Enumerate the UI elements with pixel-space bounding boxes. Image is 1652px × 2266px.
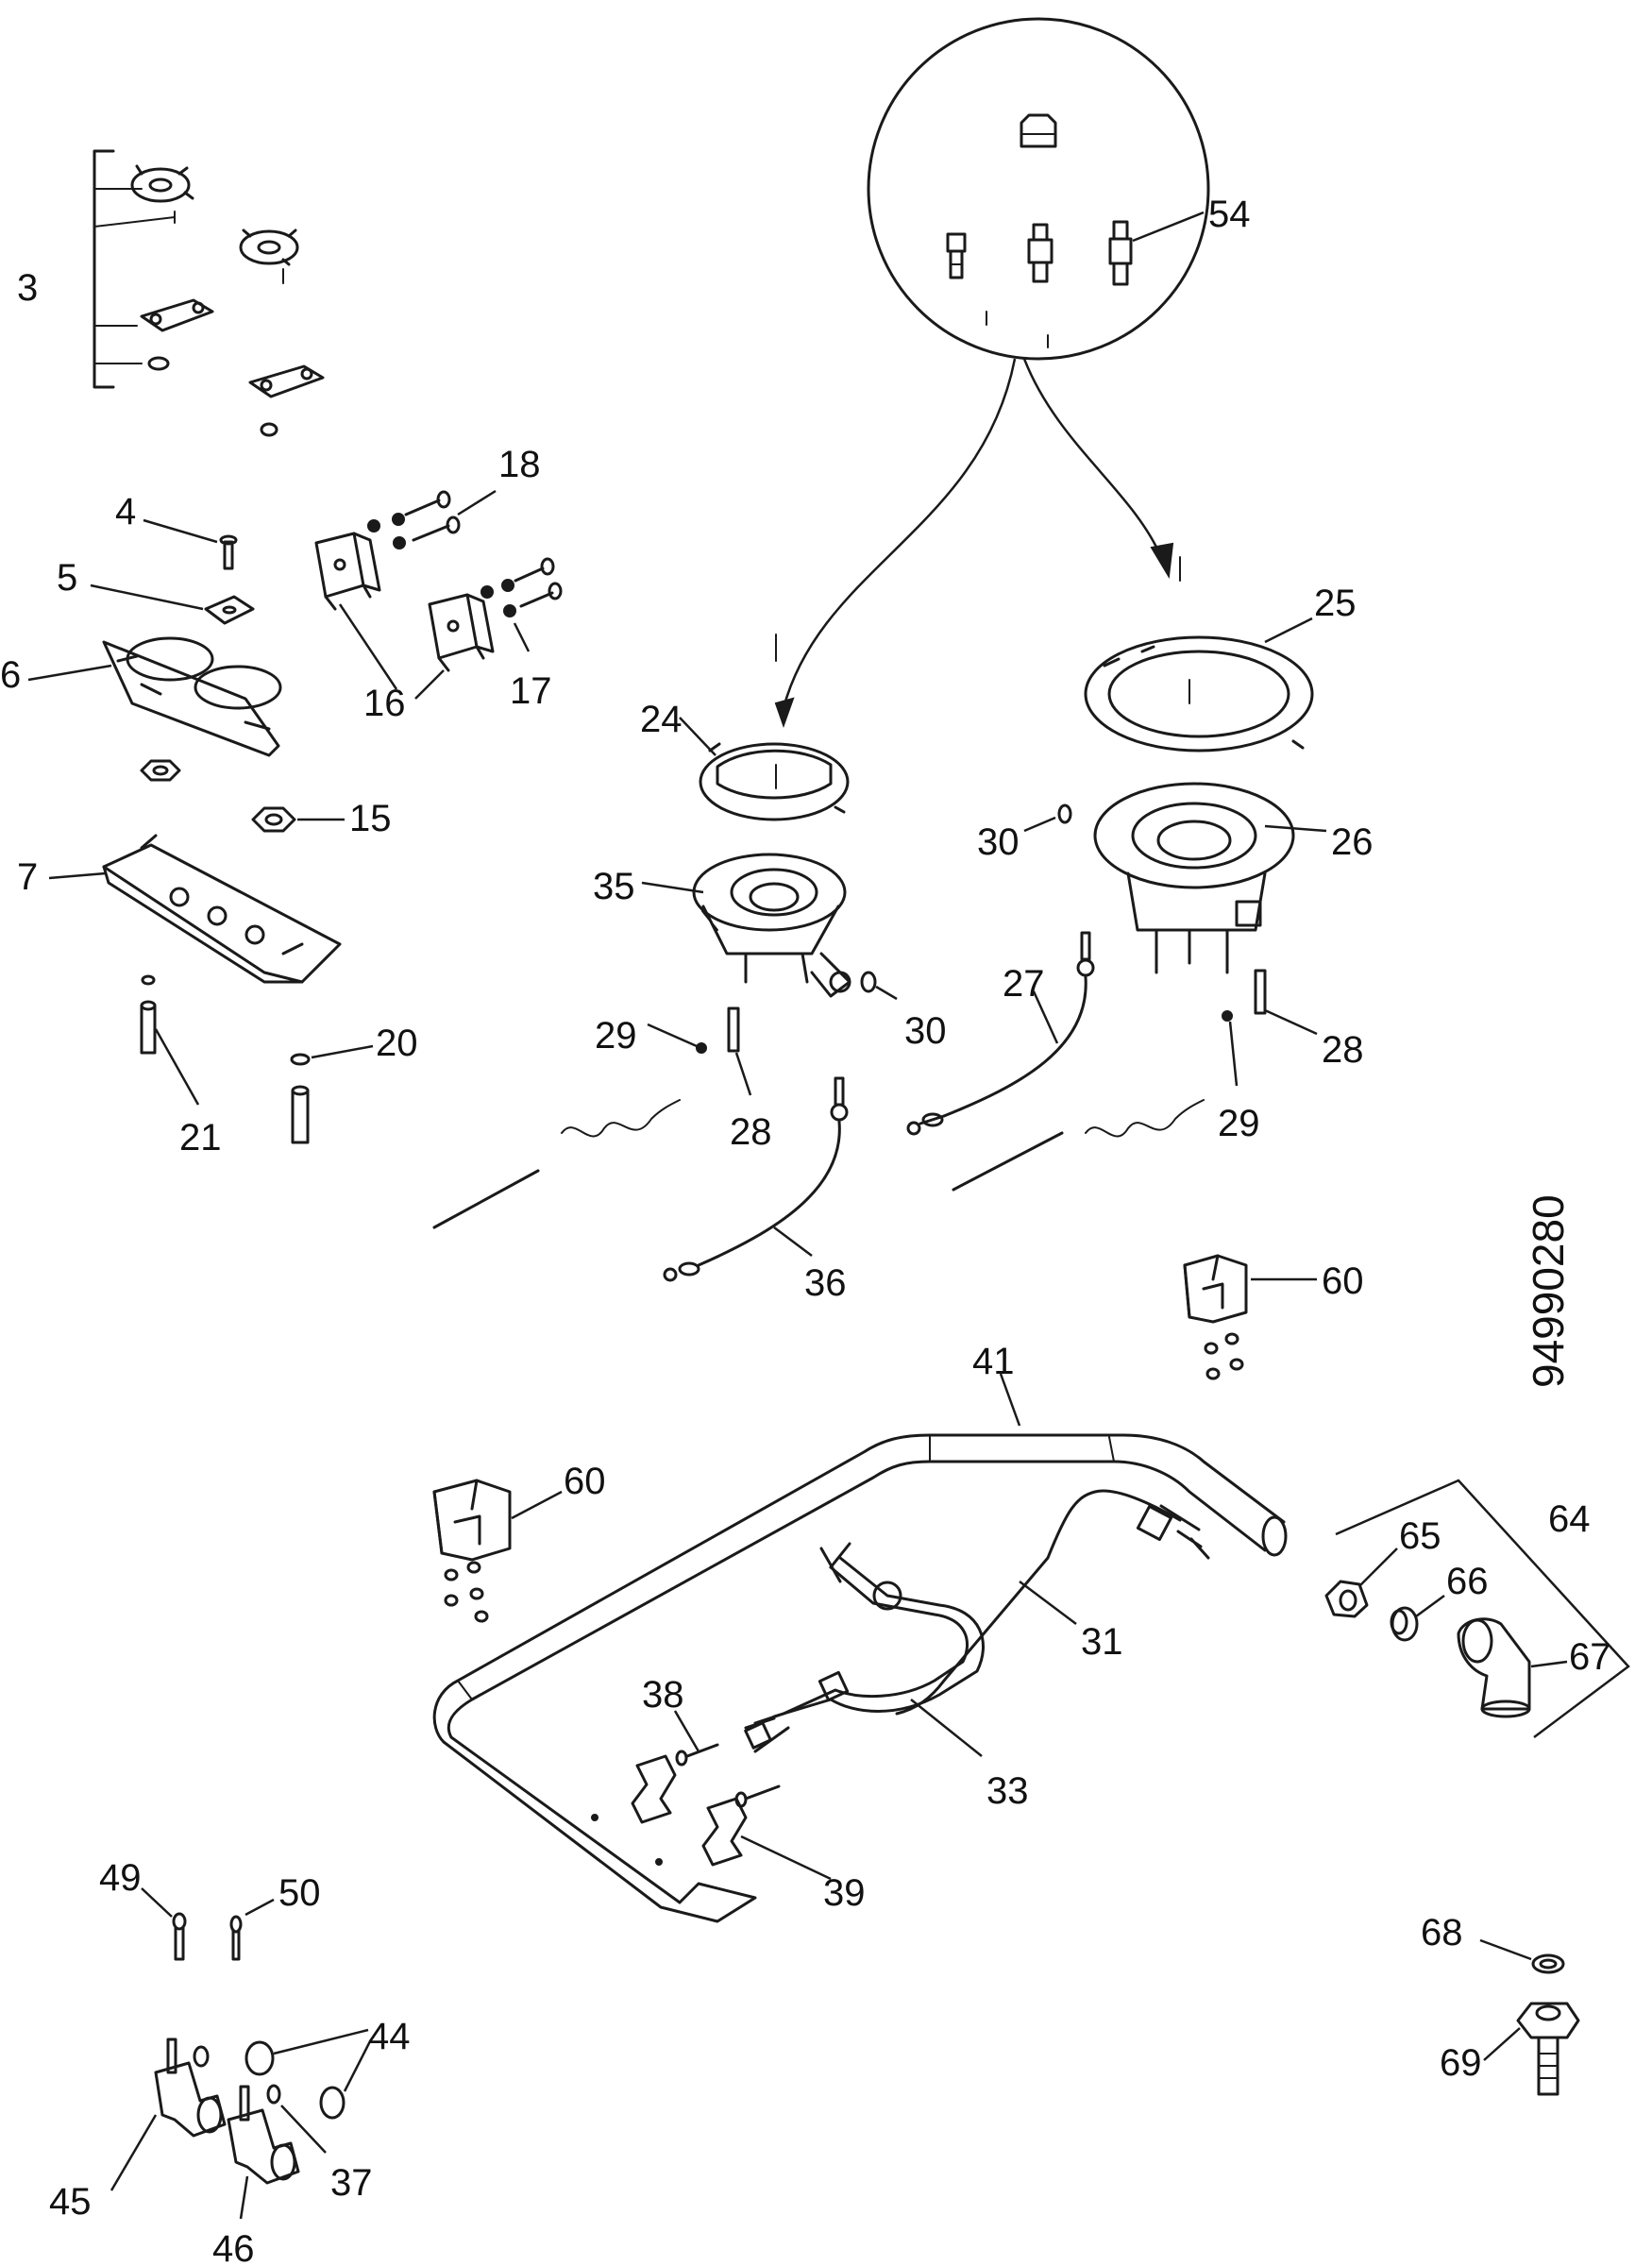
- part-49-pin: [141, 1887, 187, 1961]
- part-64-connector-group: [1324, 1479, 1630, 1738]
- part-31-gas-tube: [895, 1489, 1210, 1716]
- part-69-fitting: [1483, 2002, 1580, 2096]
- part-68-washer: [1479, 1938, 1565, 1974]
- label-50: 50: [278, 1872, 321, 1914]
- label-37: 37: [330, 2162, 373, 2204]
- label-6: 6: [0, 654, 21, 696]
- label-26: 26: [1331, 821, 1374, 863]
- label-28-left: 28: [730, 1111, 772, 1153]
- label-54: 54: [1208, 194, 1251, 235]
- part-21-pin: [140, 974, 200, 1106]
- part-5-nut: [90, 583, 255, 625]
- part-54-injector-detail: [867, 17, 1210, 361]
- part-30-o-ring-right: [1023, 803, 1072, 833]
- part-44-ring: [244, 2028, 372, 2120]
- label-30-right: 30: [977, 821, 1020, 863]
- part-39-clips: [631, 1754, 832, 1881]
- part-17-screws: [480, 557, 563, 652]
- label-4: 4: [115, 491, 136, 533]
- label-7: 7: [17, 856, 38, 898]
- part-3-group: [93, 149, 325, 437]
- label-29-left: 29: [595, 1015, 637, 1057]
- label-44: 44: [368, 2016, 411, 2057]
- part-28-29-electrodes-right: [952, 969, 1318, 1192]
- label-3: 3: [17, 267, 38, 309]
- label-29-right: 29: [1218, 1103, 1260, 1144]
- label-31: 31: [1081, 1621, 1123, 1663]
- part-25-burner-cap: [1084, 617, 1314, 753]
- part-28-29-electrodes-left: [432, 1006, 752, 1229]
- part-26-burner-body: [1093, 782, 1327, 974]
- label-18: 18: [498, 444, 541, 485]
- part-20-pin: [290, 1044, 374, 1144]
- part-30-o-ring-left: [860, 971, 898, 1001]
- part-35-burner-body: [641, 853, 851, 998]
- part-46-valve: [227, 2085, 300, 2220]
- label-68: 68: [1421, 1912, 1463, 1953]
- label-66: 66: [1446, 1561, 1489, 1602]
- label-45: 45: [49, 2181, 92, 2223]
- label-24: 24: [640, 699, 683, 740]
- label-16: 16: [363, 683, 406, 724]
- part-41-gas-manifold: [432, 1373, 1288, 1923]
- label-5: 5: [57, 557, 77, 599]
- label-33: 33: [986, 1770, 1029, 1812]
- label-27: 27: [1003, 963, 1045, 1005]
- part-4-screw: [143, 518, 238, 570]
- part-60-bracket-left: [432, 1479, 563, 1623]
- label-35: 35: [593, 866, 635, 907]
- label-25: 25: [1314, 583, 1357, 624]
- part-36-thermocouple: [663, 1076, 849, 1282]
- label-65: 65: [1399, 1515, 1441, 1557]
- label-69: 69: [1440, 2042, 1482, 2084]
- part-number-labels: 3 4 5 6 7 15 16 17 18 20 21 24 25 26 27 …: [0, 194, 1611, 2266]
- label-46: 46: [212, 2228, 255, 2266]
- label-28-right: 28: [1322, 1029, 1364, 1071]
- part-24-burner-cap: [679, 717, 850, 821]
- part-15-nut: [251, 806, 345, 833]
- label-30-left: 30: [904, 1010, 947, 1052]
- label-20: 20: [376, 1023, 418, 1064]
- part-27-thermocouple: [906, 931, 1095, 1136]
- part-60-bracket-right: [1183, 1254, 1317, 1380]
- label-60-left: 60: [564, 1461, 606, 1502]
- part-50-pin: [229, 1898, 275, 1961]
- label-38: 38: [642, 1674, 684, 1716]
- label-60-right: 60: [1322, 1260, 1364, 1302]
- label-17: 17: [510, 670, 552, 712]
- label-21: 21: [179, 1117, 222, 1158]
- part-18-screws: [367, 489, 497, 550]
- label-64: 64: [1548, 1498, 1591, 1540]
- part-7-plate: [48, 834, 342, 984]
- drawing-code: 94990280: [1524, 1194, 1573, 1388]
- label-67: 67: [1569, 1636, 1611, 1678]
- assembly-arrows: [774, 358, 1181, 729]
- part-45-valve: [110, 2038, 227, 2191]
- label-15: 15: [349, 798, 392, 839]
- part-6-bracket: [27, 636, 282, 757]
- part-33-gas-tube: [744, 1542, 985, 1757]
- label-36: 36: [804, 1262, 847, 1304]
- label-49: 49: [99, 1857, 142, 1899]
- label-41: 41: [972, 1341, 1015, 1382]
- label-39: 39: [823, 1872, 866, 1914]
- part-37-ring: [193, 2045, 327, 2154]
- part-16-switches: [314, 532, 495, 700]
- hex-nut: [140, 759, 181, 782]
